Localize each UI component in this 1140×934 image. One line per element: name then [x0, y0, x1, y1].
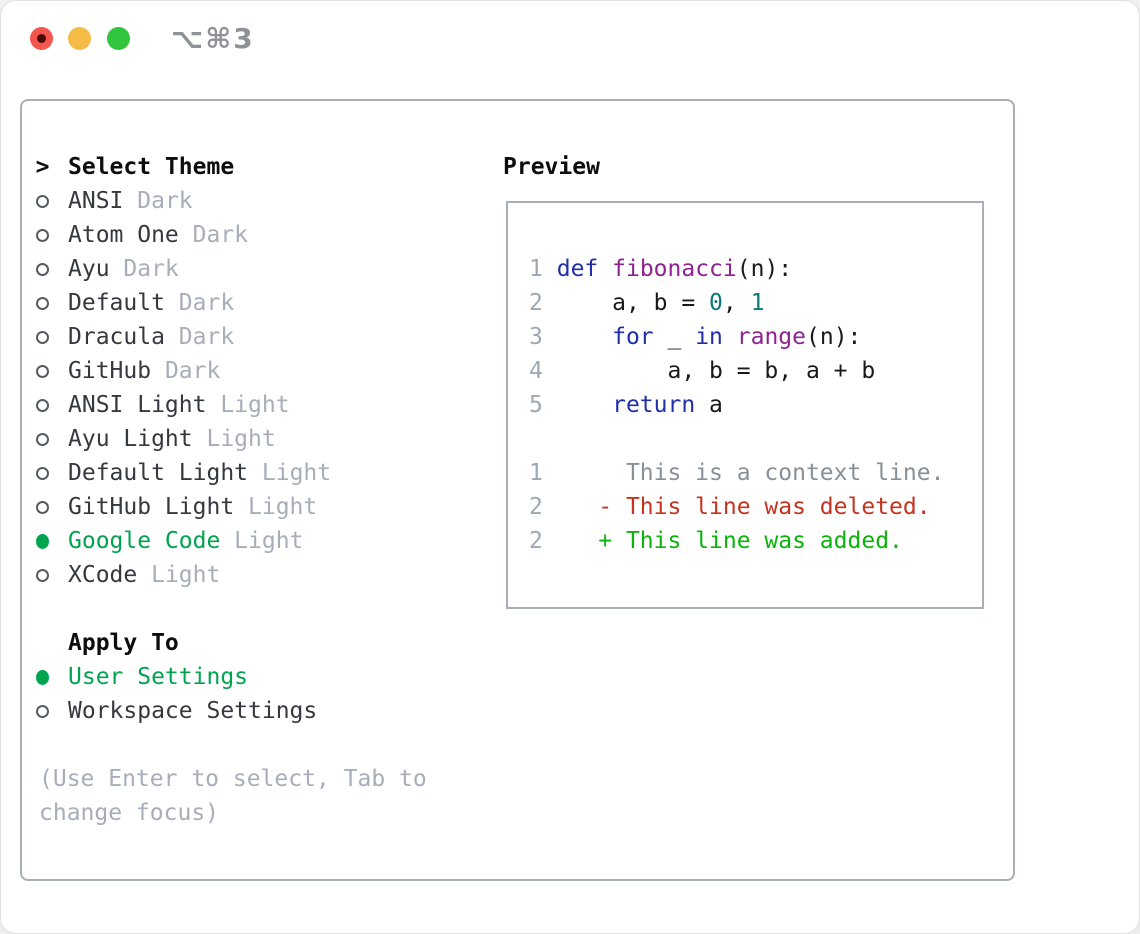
theme-item-atom-one[interactable]: Atom One Dark: [22, 218, 502, 252]
code-line: 3 for _ in range(n):: [529, 324, 862, 350]
apply-option-user-settings[interactable]: User Settings: [22, 660, 502, 694]
theme-item-xcode[interactable]: XCode Light: [22, 558, 502, 592]
theme-item-label: Google Code: [68, 528, 235, 554]
theme-item-label: Ayu: [68, 256, 124, 282]
code-line: [529, 422, 944, 456]
radio-icon: [36, 194, 49, 208]
theme-item-ansi[interactable]: ANSI Dark: [22, 184, 502, 218]
theme-item-variant: Dark: [192, 222, 249, 248]
theme-item-ayu-light[interactable]: Ayu Light Light: [22, 422, 502, 456]
theme-item-variant: Light: [151, 562, 221, 588]
code-line: 1 def fibonacci(n):: [529, 256, 793, 282]
radio-icon: [36, 296, 49, 310]
theme-item-variant: Light: [220, 392, 290, 418]
line-number: 1: [529, 256, 543, 282]
radio-icon: [36, 228, 49, 242]
keyboard-hint: (Use Enter to select, Tab to change focu…: [39, 766, 427, 826]
theme-item-github[interactable]: GitHub Dark: [22, 354, 502, 388]
radio-selected-icon: [36, 533, 49, 549]
theme-item-label: XCode: [68, 562, 152, 588]
radio-icon: [36, 364, 49, 378]
radio-icon: [36, 432, 49, 446]
theme-item-variant: Dark: [164, 358, 221, 384]
apply-option-label: Workspace Settings: [68, 698, 318, 724]
radio-selected-icon: [36, 669, 49, 685]
code-line: 5 return a: [529, 392, 723, 418]
preview-box: 1 def fibonacci(n): 2 a, b = 0, 1 3 for _ …: [506, 201, 984, 609]
theme-item-label: Ayu Light: [68, 426, 207, 452]
theme-item-variant: Dark: [178, 290, 235, 316]
code-line: 1 This is a context line.: [529, 460, 945, 486]
theme-item-variant: Light: [234, 528, 304, 554]
window-title: ⌥⌘3: [171, 22, 255, 55]
line-number: 2: [529, 290, 543, 316]
close-button-icon[interactable]: [30, 27, 53, 50]
zoom-button-icon[interactable]: [107, 27, 130, 50]
theme-item-variant: Dark: [137, 188, 193, 214]
theme-item-variant: Dark: [123, 256, 179, 282]
titlebar: ⌥⌘3: [1, 1, 1139, 75]
radio-icon: [36, 398, 49, 412]
theme-item-label: GitHub: [68, 358, 165, 384]
line-number: 2: [529, 528, 543, 554]
code-preview: 1 def fibonacci(n): 2 a, b = 0, 1 3 for _ …: [529, 252, 944, 558]
theme-item-variant: Light: [248, 494, 318, 520]
theme-item-label: ANSI Light: [68, 392, 221, 418]
line-number: 2: [529, 494, 543, 520]
radio-icon: [36, 500, 49, 514]
radio-icon: [36, 568, 49, 582]
code-line: 2 a, b = 0, 1: [529, 290, 765, 316]
spacer: [22, 728, 502, 762]
theme-item-label: ANSI: [68, 188, 138, 214]
apply-to-heading-label: Apply To: [68, 630, 179, 656]
apply-option-workspace-settings[interactable]: Workspace Settings: [22, 694, 502, 728]
radio-icon: [36, 704, 49, 718]
theme-item-label: GitHub Light: [68, 494, 249, 520]
select-theme-heading-label: Select Theme: [68, 154, 235, 180]
theme-item-default-light[interactable]: Default Light Light: [22, 456, 502, 490]
line-number: 1: [529, 460, 543, 486]
apply-option-label: User Settings: [68, 664, 249, 690]
theme-item-ayu[interactable]: Ayu Dark: [22, 252, 502, 286]
theme-item-label: Default Light: [68, 460, 262, 486]
caret-icon: >: [35, 154, 50, 180]
radio-icon: [36, 330, 49, 344]
radio-icon: [36, 262, 49, 276]
theme-item-label: Default: [68, 290, 179, 316]
select-theme-heading: > Select Theme: [22, 150, 502, 184]
theme-item-label: Dracula: [68, 324, 179, 350]
spacer: [22, 592, 502, 626]
theme-item-variant: Light: [261, 460, 332, 486]
minimize-button-icon[interactable]: [68, 27, 91, 50]
theme-item-default[interactable]: Default Dark: [22, 286, 502, 320]
theme-item-variant: Light: [206, 426, 276, 452]
preview-heading: Preview: [503, 154, 600, 180]
line-number: 4: [529, 358, 543, 384]
theme-item-github-light[interactable]: GitHub Light Light: [22, 490, 502, 524]
theme-item-variant: Dark: [178, 324, 235, 350]
theme-item-ansi-light[interactable]: ANSI Light Light: [22, 388, 502, 422]
line-number: 3: [529, 324, 543, 350]
radio-icon: [36, 466, 49, 480]
code-line: 2 - This line was deleted.: [529, 494, 931, 520]
line-number: 5: [529, 392, 543, 418]
theme-item-google-code[interactable]: Google Code Light: [22, 524, 502, 558]
code-line: 4 a, b = b, a + b: [529, 358, 876, 384]
theme-item-dracula[interactable]: Dracula Dark: [22, 320, 502, 354]
code-line: 2 + This line was added.: [529, 528, 903, 554]
apply-to-heading: Apply To: [22, 626, 502, 660]
theme-item-label: Atom One: [68, 222, 193, 248]
